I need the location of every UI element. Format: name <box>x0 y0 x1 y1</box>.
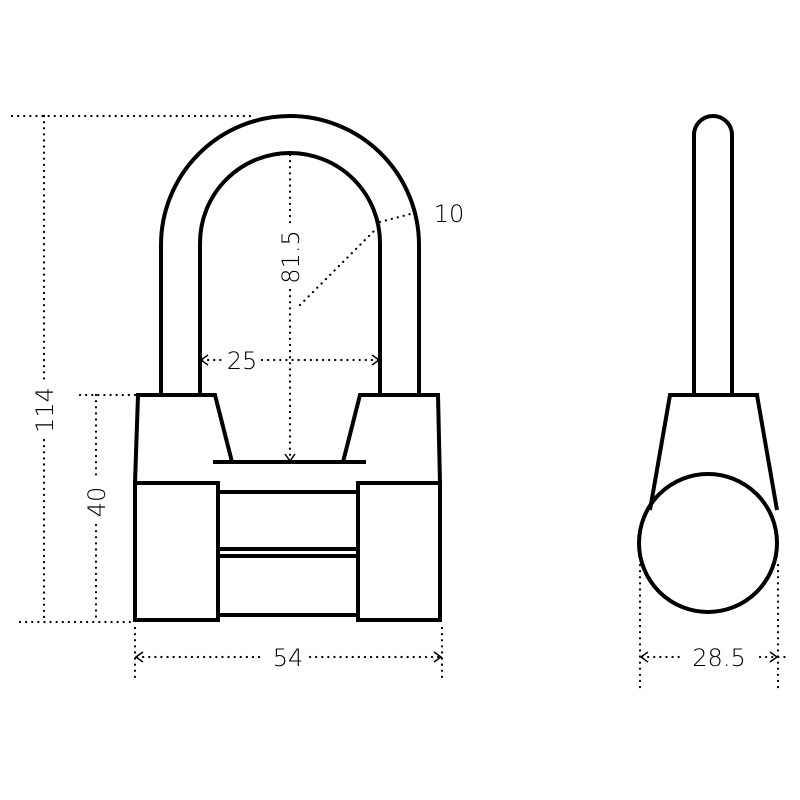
side-shackle <box>692 114 734 395</box>
shackle-clearance-label: 81.5 <box>277 230 305 283</box>
body-width-label: 54 <box>273 644 304 672</box>
body-height-label: 40 <box>83 487 111 518</box>
shackle-inner-width-label: 25 <box>227 347 258 375</box>
front-view <box>133 114 442 622</box>
dimension-lines <box>10 114 792 692</box>
body-top <box>133 393 442 484</box>
side-body-top <box>648 393 779 511</box>
body-depth-label: 28.5 <box>692 644 745 672</box>
side-view <box>637 114 779 614</box>
side-body-cylinder <box>637 472 779 614</box>
body-right-block <box>356 481 442 622</box>
overall-height-label: 114 <box>31 387 59 433</box>
body-left-block <box>133 481 220 622</box>
shackle-diameter-label: 10 <box>434 200 465 228</box>
body-middle <box>218 490 358 617</box>
shackle <box>159 114 421 395</box>
